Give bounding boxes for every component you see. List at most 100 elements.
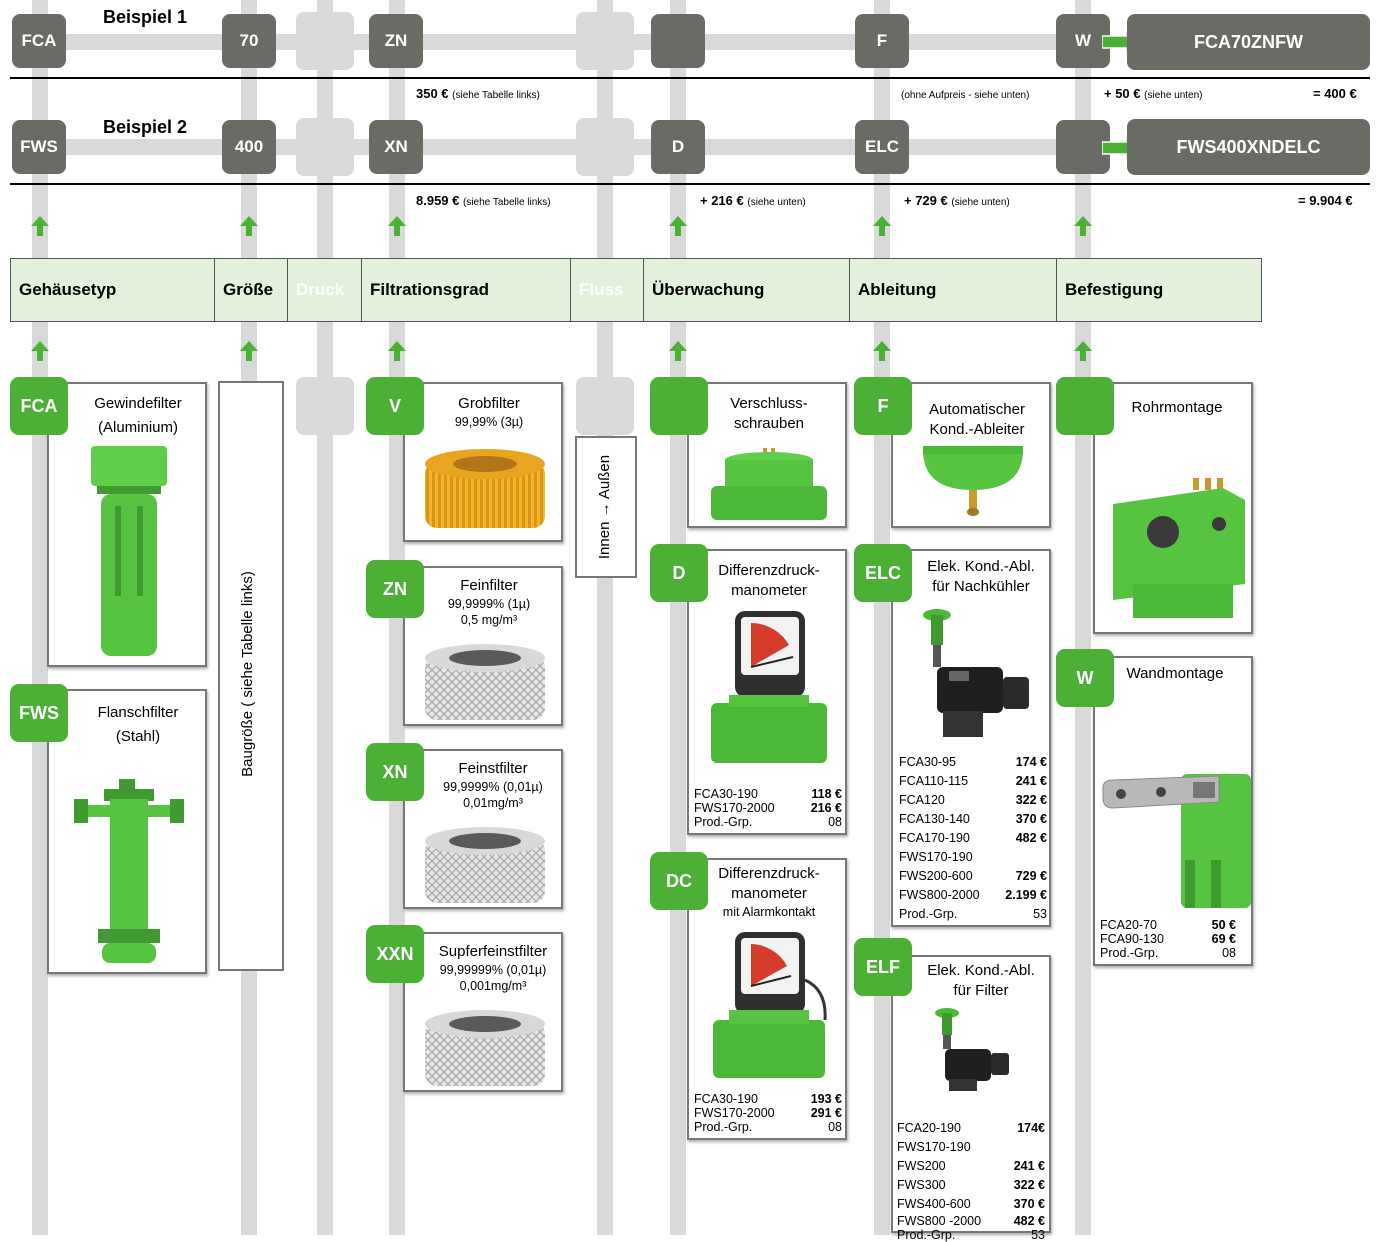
price-row-name: FCA30-190 (694, 787, 758, 801)
example2-code-monitoring: D (651, 120, 705, 174)
filtration-v-spec: 99,99% (3µ) (454, 415, 524, 429)
monitoring-dc-title1: Differenzdruck- (718, 865, 820, 882)
price-row-value: 370 € (1015, 812, 1047, 826)
example1-price-filter-note: (siehe Tabelle links) (452, 90, 540, 101)
example1-code-housing: FCA (12, 14, 66, 68)
monitoring-code-plug (650, 377, 708, 435)
example2-price-monitor: + 216 € (siehe unten) (700, 193, 806, 208)
monitoring-code-dc: DC (650, 852, 708, 910)
price-row: Prod.-Grp.53 (899, 905, 1047, 924)
fine-filter-element-icon (425, 644, 545, 720)
price-row-name: FWS800-2000 (899, 888, 980, 902)
monitoring-code-d: D (650, 544, 708, 602)
up-arrow-icon (1074, 341, 1092, 361)
price-row-name: FWS170-2000 (694, 801, 775, 815)
price-row-name: FWS170-190 (899, 850, 973, 864)
example2-label: Beispiel 2 (103, 117, 188, 137)
price-row: FCA30-190 118 € (694, 787, 842, 801)
monitoring-d-title1: Differenzdruck- (718, 562, 820, 579)
price-row-name: Prod.-Grp. (1100, 946, 1159, 960)
category-pressure: Druck (287, 258, 361, 322)
example1-price-mount-value: + 50 € (1104, 86, 1141, 101)
price-row: FWS170-190 (897, 1138, 1045, 1157)
price-row-value: 482 € (1013, 1214, 1045, 1228)
price-row-name: FCA30-190 (694, 1092, 758, 1106)
category-housing: Gehäusetyp (10, 258, 214, 322)
example1-drain-note: (ohne Aufpreis - siehe unten) (901, 86, 1029, 101)
example2-price-drain-note: (siehe unten) (951, 197, 1010, 208)
price-row: Prod.-Grp.08 (694, 815, 842, 829)
pressure-placeholder (296, 377, 354, 435)
example1-label: Beispiel 1 (103, 7, 188, 27)
filtration-zn-spec1: 99,9999% (1µ) (447, 597, 531, 611)
monitoring-plug-title2: schrauben (733, 415, 805, 432)
drain-card-elc: Elek. Kond.-Abl. für Nachkühler FCA30-95… (891, 549, 1051, 927)
price-row-value: 08 (828, 815, 842, 829)
flow-placeholder (576, 377, 634, 435)
price-row-value: 118 € (811, 787, 842, 801)
filtration-xxn-spec2: 0,001mg/m³ (459, 979, 527, 993)
price-row-value: 482 € (1015, 831, 1047, 845)
wall-mount-bracket-icon (1102, 774, 1251, 908)
drain-elc-title: Elek. Kond.-Abl. für Nachkühler (913, 557, 1049, 597)
drain-card-f: Automatischer Kond.-Ableiter (891, 382, 1051, 528)
filtration-xxn-spec1: 99,99999% (0,01µ) (439, 963, 547, 977)
filtration-xxn-title: Supferfeinstfilter 99,99999% (0,01µ) 0,0… (425, 942, 561, 994)
example2-connector (35, 139, 1105, 155)
price-row-value: 322 € (1013, 1178, 1045, 1192)
price-row-name: FCA130-140 (899, 812, 970, 826)
housing-code-fws: FWS (10, 684, 68, 742)
drain-elc-title2: für Nachkühler (932, 578, 1030, 595)
column-line-housing (32, 0, 48, 1235)
monitoring-dc-title2: manometer (731, 885, 807, 902)
example1-rule (10, 77, 1370, 79)
price-row-value: 53 (1033, 907, 1047, 921)
filtration-code-zn: ZN (366, 560, 424, 618)
category-mounting: Befestigung (1056, 258, 1262, 322)
monitoring-d-title: Differenzdruck- manometer (701, 561, 837, 601)
price-row-name: FCA30-95 (899, 755, 956, 769)
price-row-name: FWS170-190 (897, 1140, 971, 1154)
filtration-card-xxn: Supferfeinstfilter 99,99999% (0,01µ) 0,0… (403, 932, 563, 1092)
filtration-v-title-line: Grobfilter (458, 395, 520, 412)
example2-code-size: 400 (222, 120, 276, 174)
price-row: FWS170-190 (899, 848, 1047, 867)
example2-rule (10, 183, 1370, 185)
monitoring-d-title2: manometer (731, 582, 807, 599)
filtration-code-xn: XN (366, 743, 424, 801)
drain-elf-title1: Elek. Kond.-Abl. (927, 962, 1035, 979)
monitoring-card-d: Differenzdruck- manometer FCA30-190 118 €… (687, 549, 847, 835)
pipe-mount-icon (1113, 478, 1245, 618)
price-row-value: 291 € (810, 1106, 842, 1120)
example2-code-mounting (1056, 120, 1110, 174)
filtration-zn-title-line: Feinfilter (460, 577, 518, 594)
price-row-value: 370 € (1013, 1197, 1045, 1211)
example2-code-drain: ELC (855, 120, 909, 174)
drain-elf-title: Elek. Kond.-Abl. für Filter (913, 961, 1049, 1001)
example2-price-filter-note: (siehe Tabelle links) (463, 197, 551, 208)
up-arrow-icon (31, 216, 49, 236)
flow-note-text: Innen → Außen (596, 454, 613, 560)
example1-price-mount: + 50 € (siehe unten) (1104, 86, 1203, 101)
price-row-value: 53 (1031, 1228, 1045, 1242)
price-row-value: 174 € (1015, 755, 1047, 769)
mounting-pipe-title: Rohrmontage (1131, 399, 1223, 416)
example2-price-filter-value: 8.959 € (416, 193, 460, 208)
mounting-code-pipe (1056, 377, 1114, 435)
category-monitoring: Überwachung (643, 258, 849, 322)
example1-connector (35, 34, 1105, 50)
drain-elc-title1: Elek. Kond.-Abl. (927, 558, 1035, 575)
coarse-filter-element-icon (425, 449, 545, 528)
electronic-drain-aftercooler-icon (923, 609, 1029, 737)
mounting-card-pipe: Rohrmontage (1093, 382, 1253, 634)
